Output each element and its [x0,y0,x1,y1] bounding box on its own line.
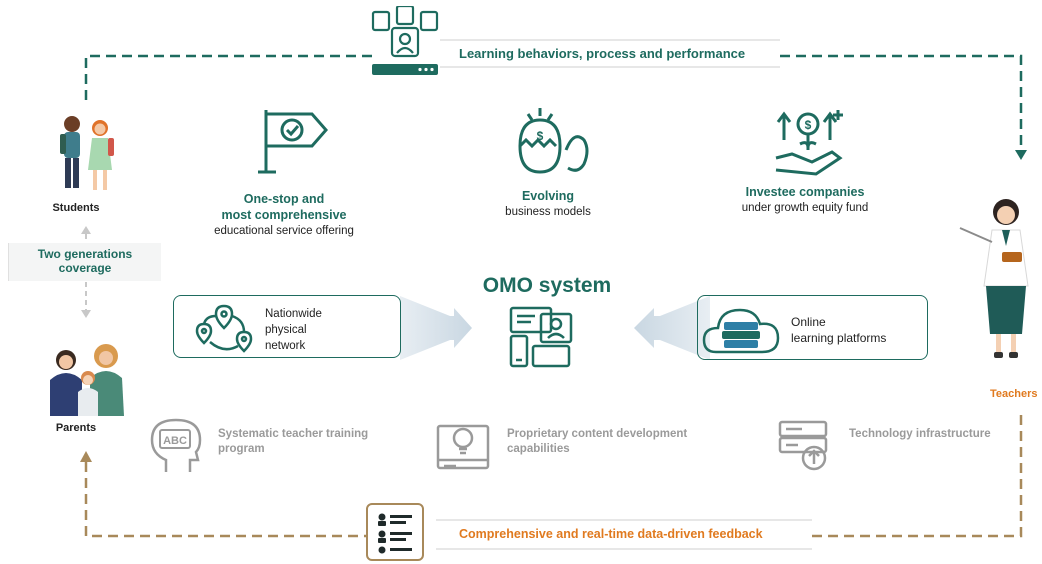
feature-1-title2: most comprehensive [221,208,347,222]
left-box-text: Nationwide physical network [265,306,322,354]
omo-devices-icon [509,306,575,368]
feature-3-title1: Investee companies [745,185,865,199]
right-box-line1: Online [791,315,826,329]
feature-3: Investee companies under growth equity f… [712,184,898,216]
flag-check-icon [258,106,330,176]
left-box-line2: physical [265,324,307,336]
feature-2: Evolving business models [468,188,628,220]
capability-3: Technology infrastructure [849,427,991,442]
server-upload-icon [778,420,830,472]
students-label: Students [52,202,100,214]
omo-title: OMO system [482,274,612,297]
capability-1: Systematic teacher training program [218,427,368,457]
bottom-flow-label: Comprehensive and real-time data-driven … [459,527,763,541]
right-box-line2: learning platforms [791,331,887,345]
left-box-line1: Nationwide [265,308,322,320]
monitor-users-icon [370,6,440,78]
teacher-illustration [958,194,1042,362]
feature-2-subtitle: business models [505,206,591,218]
left-box [173,295,401,358]
svg-text:ABC: ABC [163,435,187,447]
feature-1-subtitle: educational service offering [214,225,354,237]
top-flow-label: Learning behaviors, process and performa… [459,46,746,61]
feature-1: One-stop and most comprehensive educatio… [186,191,382,239]
capability-1-line2: program [218,443,265,455]
capability-2-line2: capabilities [507,443,570,455]
left-box-line3: network [265,340,306,352]
feature-1-title1: One-stop and [243,192,325,206]
feature-3-subtitle: under growth equity fund [741,202,869,214]
capability-2-line1: Proprietary content development [507,428,688,440]
svg-text:$: $ [805,118,812,132]
capability-3-line1: Technology infrastructure [849,428,991,440]
flow-arrows [400,296,710,360]
location-network-icon [194,302,254,354]
capability-1-line1: Systematic teacher training [218,428,369,440]
generations-line1: Two generations [37,247,133,261]
lightbulb-book-icon [436,420,490,474]
head-abc-icon: ABC [150,418,204,474]
capability-2: Proprietary content development capabili… [507,427,687,457]
feature-2-title1: Evolving [521,189,575,203]
egg-hatch-icon: $ [512,106,592,178]
generations-box: Two generations coverage [8,243,161,281]
parents-label: Parents [55,422,97,434]
right-box [697,295,928,360]
cloud-books-icon [702,304,782,356]
generations-line2: coverage [58,261,112,275]
right-box-text: Online learning platforms [791,314,886,346]
students-illustration [52,112,122,196]
family-illustration [44,340,128,416]
teachers-label: Teachers [990,388,1038,400]
svg-text:$: $ [537,129,544,143]
report-checklist-icon [366,503,424,561]
hand-growth-icon: $ [772,106,846,178]
